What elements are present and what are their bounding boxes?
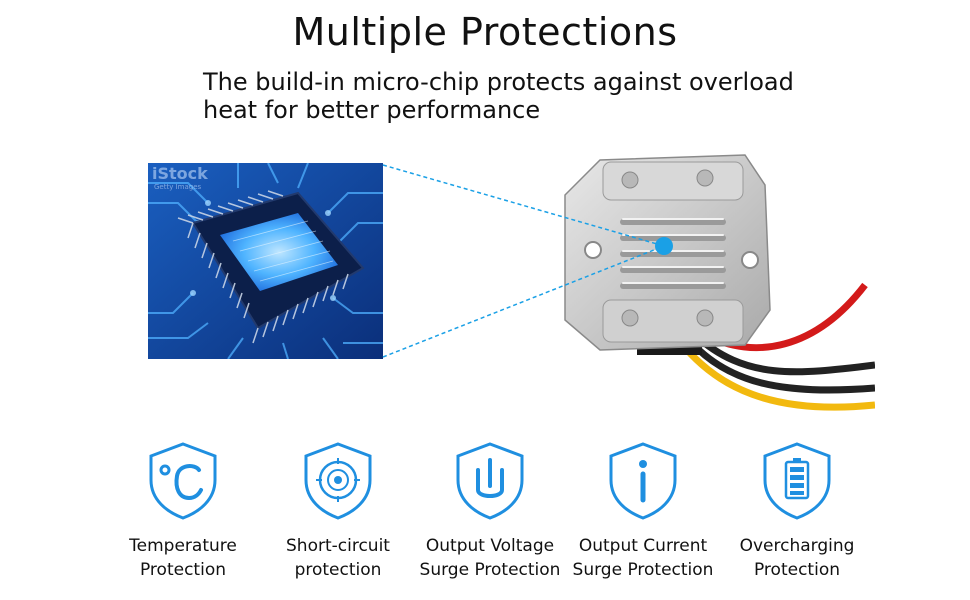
feature-label-1: Short-circuit [286,536,390,556]
feature-voltage-surge: Output Voltage Surge Protection [410,440,570,582]
page-title: Multiple Protections [292,10,678,54]
feature-current-surge: Output Current Surge Protection [563,440,723,582]
power-surge-icon [456,442,524,520]
feature-overcharging: Overcharging Protection [717,440,877,582]
feature-temperature: Temperature Protection [103,440,263,582]
feature-label-1: Overcharging [739,536,855,556]
info-current-icon [609,442,677,520]
feature-label-1: Output Voltage [425,536,555,556]
thermometer-celsius-icon [149,442,217,520]
zoom-dot [655,237,673,255]
subtitle-line-2: heat for better performance [203,96,541,124]
short-circuit-icon [304,442,372,520]
feature-label-2: Protection [753,560,840,580]
feature-label-1: Temperature [129,536,237,556]
feature-label-2: Surge Protection [572,560,714,580]
feature-label-2: Surge Protection [419,560,561,580]
feature-label-1: Output Current [578,536,708,556]
feature-label-2: protection [294,560,382,580]
watermark-text: iStock [152,164,208,183]
feature-short-circuit: Short-circuit protection [258,440,418,582]
page-subtitle: The build-in micro-chip protects against… [203,68,843,124]
microchip-image: iStock Getty Images [148,163,383,359]
watermark-subtext: Getty Images [154,183,202,191]
battery-icon [763,442,831,520]
subtitle-line-1: The build-in micro-chip protects against… [203,68,794,96]
feature-label-2: Protection [139,560,226,580]
